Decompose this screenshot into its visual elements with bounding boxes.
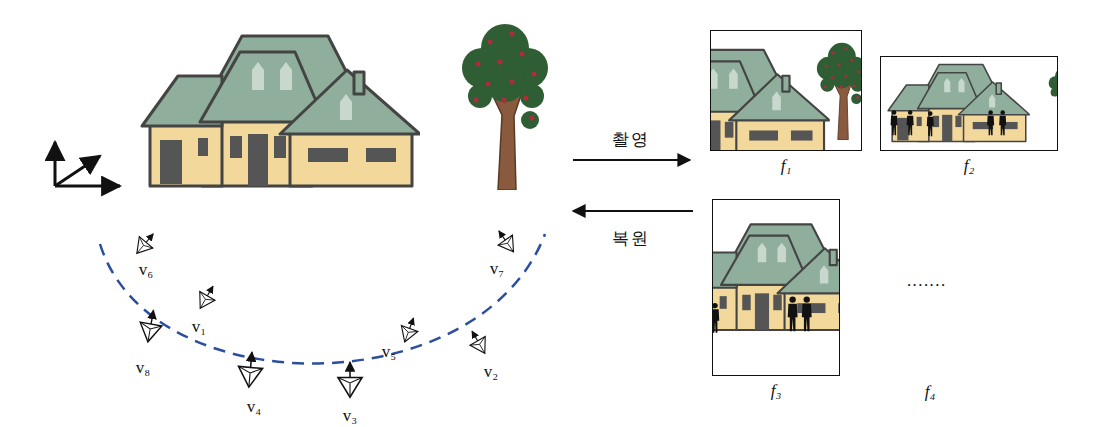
frame-label: f₂ (881, 156, 1057, 176)
image-frame: f₁ (710, 30, 862, 151)
frame-label: f₃ (713, 381, 839, 401)
reconstruct-arrow (573, 210, 693, 212)
camera-icon (137, 308, 164, 343)
frame-label: f₁ (711, 156, 861, 176)
frame-picture (881, 57, 1057, 150)
camera-group (130, 226, 521, 397)
frame-picture (713, 200, 839, 375)
camera-label: v₁ (192, 317, 206, 337)
camera-label: v₇ (490, 259, 504, 279)
camera-icon (464, 327, 492, 358)
frame-picture (711, 31, 861, 150)
camera-path (100, 234, 545, 364)
camera-icon (492, 226, 521, 257)
image-frame: f₃ (712, 199, 840, 376)
ellipsis: ······· (906, 276, 946, 296)
house-drawing (142, 36, 420, 186)
camera-label: v₆ (139, 260, 153, 280)
camera-label: v₄ (247, 397, 261, 417)
camera-label: v₈ (136, 358, 150, 378)
camera-label: v₂ (484, 362, 498, 382)
image-frame: f₂ (880, 56, 1058, 151)
capture-arrow (573, 159, 690, 161)
frame-label: f₄ (925, 382, 936, 402)
camera-label: v₃ (343, 406, 357, 426)
camera-icon (237, 351, 264, 388)
camera-icon (396, 315, 421, 345)
arrow-label: 촬영 (612, 128, 650, 151)
camera-icon (338, 362, 362, 397)
axes-symbol (55, 142, 120, 186)
arrow-label: 복원 (612, 227, 650, 250)
camera-icon (130, 228, 160, 259)
camera-icon (193, 282, 221, 313)
camera-label: v₅ (382, 342, 396, 362)
tree-drawing (462, 24, 548, 190)
